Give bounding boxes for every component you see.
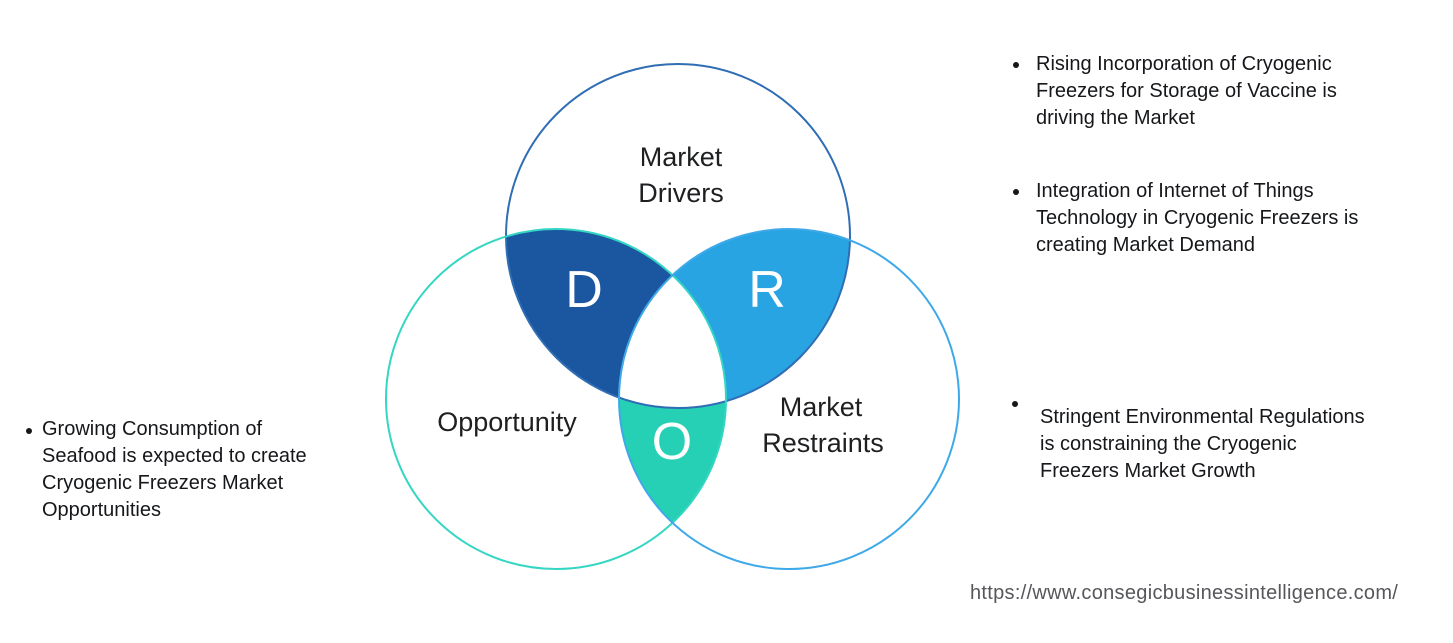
bullet-dot [1012,401,1018,407]
annotation-line: driving the Market [1036,107,1195,129]
annotation-line: Opportunities [42,499,161,521]
bullet-dot [26,428,32,434]
restraints-overlap-region [619,229,850,408]
bullet-dot [1013,62,1019,68]
annotation-line: Seafood is expected to create [42,445,307,467]
drivers-circle-outline [505,63,851,409]
annotation-line: creating Market Demand [1036,234,1255,256]
annotation-line: Rising Incorporation of Cryogenic [1036,53,1332,75]
annotation-restraint-note: Stringent Environmental Regulations is c… [1040,404,1365,485]
drivers-overlap-region [506,229,726,408]
opportunity-overlap-region [619,229,726,569]
opportunity-label: Opportunity [437,407,577,437]
restraints-label-line2: Restraints [762,428,884,458]
annotation-line: is constraining the Cryogenic [1040,433,1297,455]
restraints-circle-outline [618,228,960,570]
restraints-label-line1: Market [780,392,863,422]
annotation-line: Cryogenic Freezers Market [42,472,284,494]
opportunity-circle-outline [385,228,727,570]
source-url: https://www.consegicbusinessintelligence… [970,582,1399,604]
annotation-line: Integration of Internet of Things [1036,180,1314,202]
restraints-letter: R [748,261,786,319]
triple-overlap-region [619,229,726,408]
opportunity-letter: O [652,413,692,471]
annotation-line: Freezers for Storage of Vaccine is [1036,80,1337,102]
annotation-line: Growing Consumption of [42,418,263,440]
drivers-label-line1: Market [640,142,723,172]
annotation-line: Stringent Environmental Regulations [1040,406,1365,428]
annotation-driver-note-2: Integration of Internet of Things Techno… [1036,178,1358,259]
drivers-label-line2: Drivers [638,178,724,208]
annotation-opportunity-note: Growing Consumption of Seafood is expect… [42,416,307,524]
annotation-line: Technology in Cryogenic Freezers is [1036,207,1359,229]
annotation-line: Freezers Market Growth [1040,460,1256,482]
bullet-dot [1013,189,1019,195]
annotation-driver-note-1: Rising Incorporation of Cryogenic Freeze… [1036,51,1337,132]
drivers-letter: D [565,261,603,319]
